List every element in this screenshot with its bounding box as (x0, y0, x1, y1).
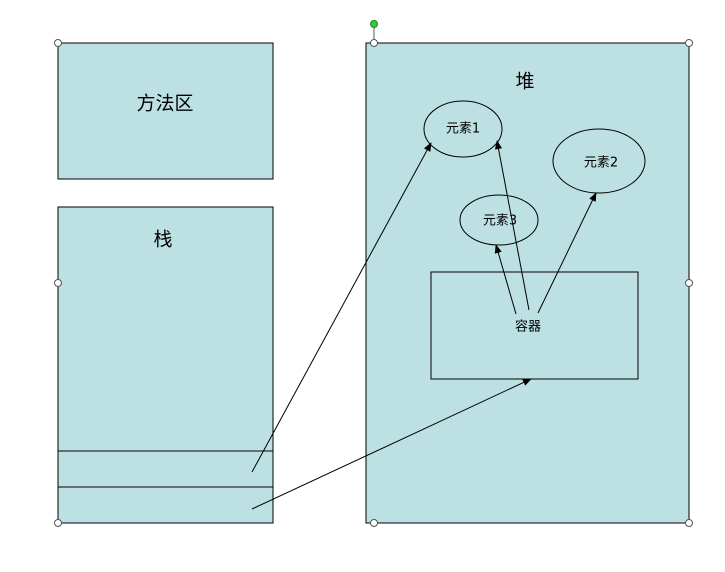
heap: 堆 元素1 元素2 元素3 容器 (365, 42, 690, 524)
left-handle-bottom[interactable] (54, 519, 62, 527)
element-1: 元素1 (423, 100, 503, 158)
container-box (430, 271, 639, 380)
element-2-ellipse (552, 128, 646, 194)
method-area-label: 方法区 (136, 93, 193, 115)
arrow-container-to-element-1 (494, 140, 530, 311)
element-2-label: 元素2 (584, 156, 618, 171)
reference-arrows (251, 140, 597, 510)
resize-handle-bottom-right[interactable] (685, 519, 693, 527)
element-3: 元素3 (459, 194, 539, 246)
arrow-stack-to-container (251, 378, 532, 510)
resize-handle-right[interactable] (685, 279, 693, 287)
element-2: 元素2 (552, 128, 646, 194)
left-handle-middle[interactable] (54, 279, 62, 287)
heap-selection-handles[interactable] (370, 20, 693, 527)
left-selection-handles[interactable] (54, 39, 62, 527)
element-3-label: 元素3 (483, 214, 517, 229)
resize-handle-top-right[interactable] (685, 39, 693, 47)
stack: 栈 (57, 206, 274, 524)
container: 容器 (430, 271, 639, 380)
element-1-label: 元素1 (446, 122, 480, 137)
method-area: 方法区 (57, 42, 274, 180)
arrow-container-to-element-2 (537, 192, 597, 314)
resize-handle-bottom-left[interactable] (370, 519, 378, 527)
stack-label: 栈 (153, 229, 172, 251)
element-1-ellipse (423, 100, 503, 158)
left-handle-top[interactable] (54, 39, 62, 47)
method-area-box (57, 42, 274, 180)
stack-box (57, 206, 274, 524)
resize-handle-top-left[interactable] (370, 39, 378, 47)
arrow-container-to-element-3 (494, 244, 517, 315)
rotate-handle[interactable] (370, 20, 378, 28)
heap-label: 堆 (515, 71, 534, 93)
arrow-stack-to-element-1 (251, 142, 432, 473)
container-label: 容器 (515, 319, 541, 335)
